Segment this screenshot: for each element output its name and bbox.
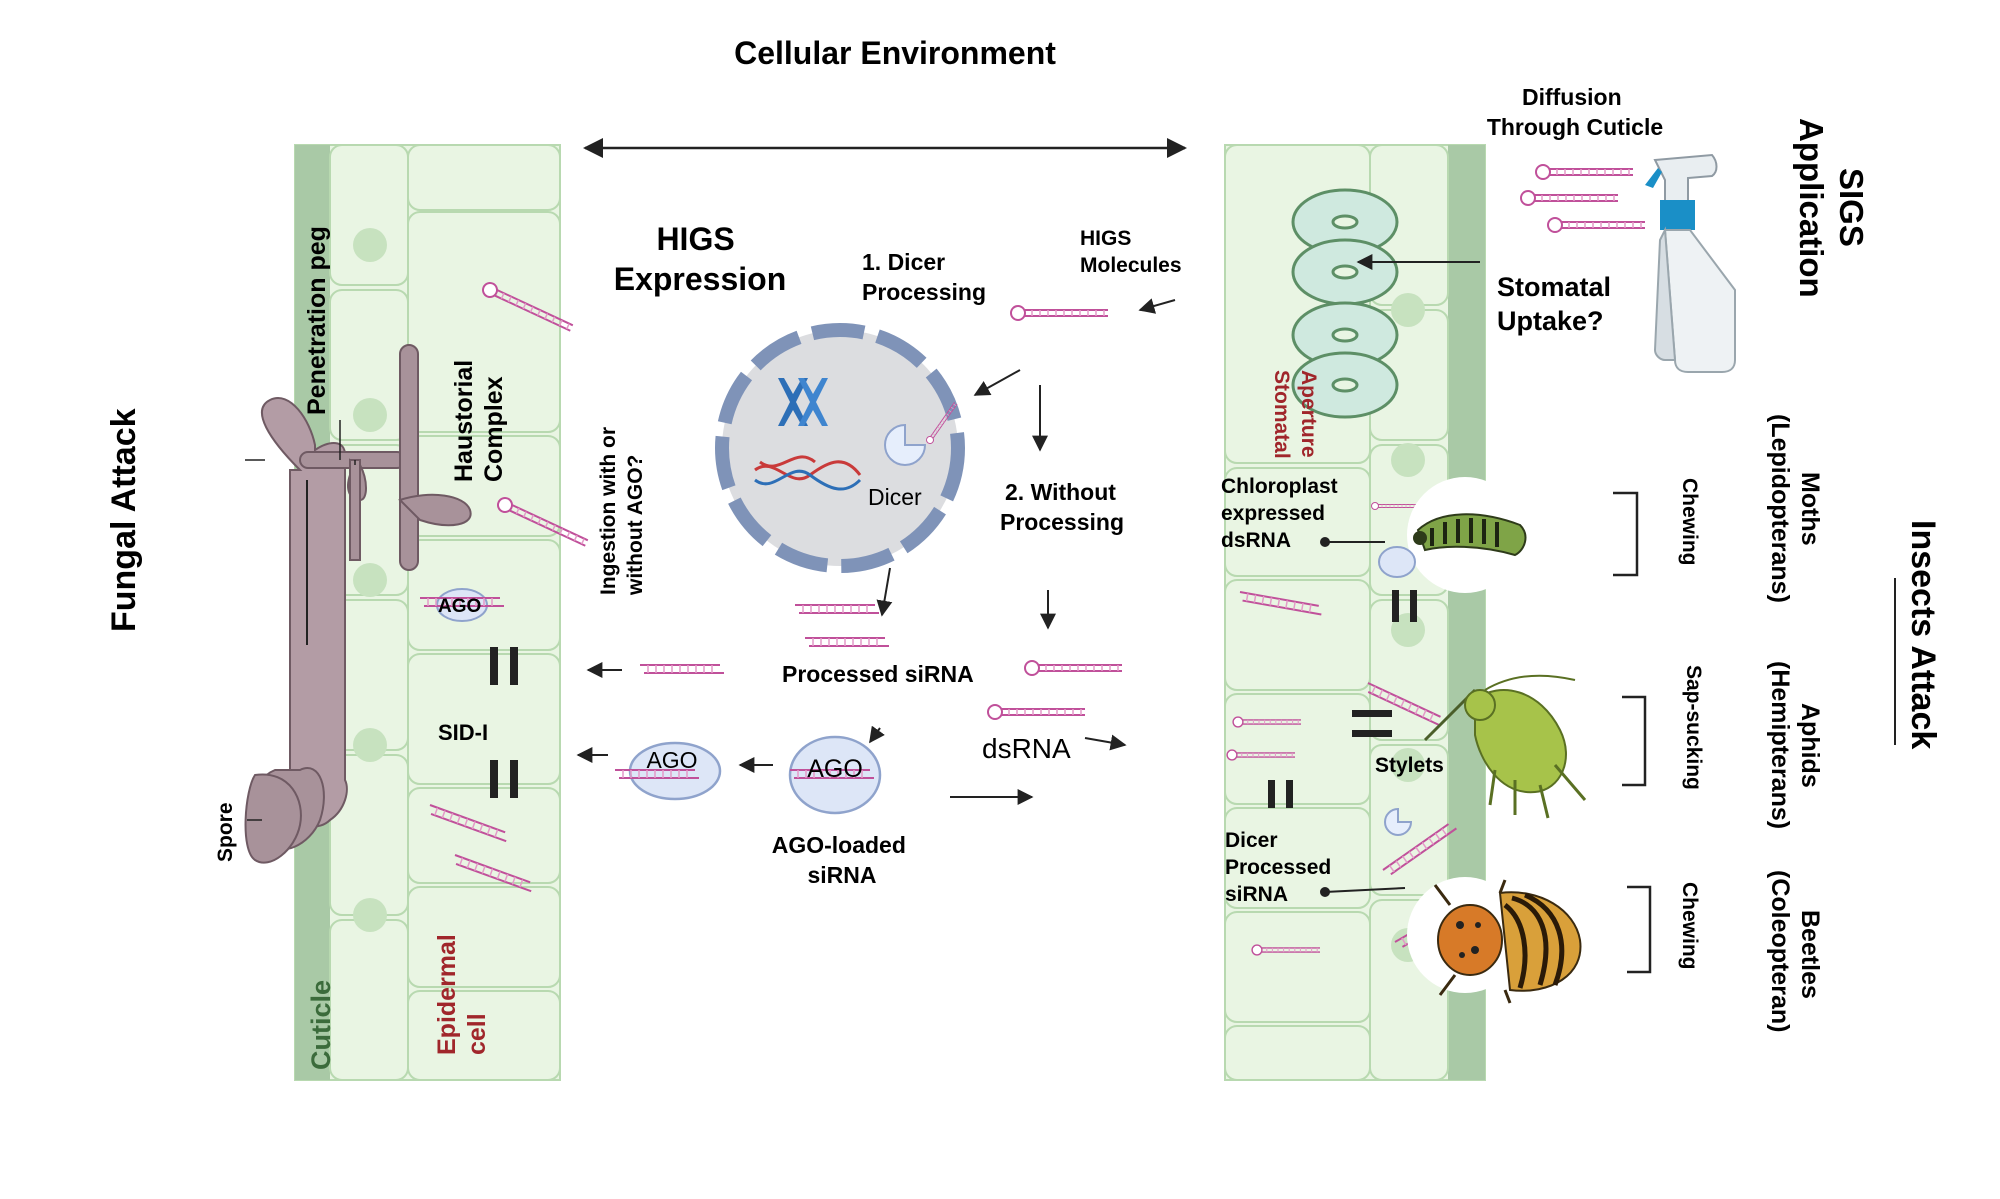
stomatal-aperture-2: Aperture	[1297, 370, 1320, 458]
insect-channel-3	[1268, 780, 1293, 808]
diffusion-label-2: Through Cuticle	[1487, 114, 1663, 140]
higs-molecules-2: Molecules	[1080, 254, 1182, 277]
epidermal-label-2: cell	[463, 1013, 491, 1055]
sigs-label-2: SIGS	[1833, 168, 1870, 247]
ingestion-label-1: Ingestion with or	[597, 427, 620, 595]
svg-text:Epidermal cell: Epidermal cell	[433, 927, 491, 1055]
higs-molecule-hairpin	[1010, 305, 1109, 321]
stomatal-uptake-2: Uptake?	[1497, 306, 1604, 336]
dicer-processed-2: Processed	[1225, 856, 1331, 879]
bracket-aphids	[1622, 695, 1647, 787]
svg-text:HIGS Expression: HIGS Expression	[614, 221, 787, 297]
page-title: Cellular Environment	[734, 35, 1056, 71]
svg-text:Application SIGS: Application SIGS	[1793, 118, 1870, 307]
ago-protein-large	[788, 735, 882, 815]
dicer-processing-2: Processing	[862, 279, 986, 305]
ago-loaded-label-1: AGO-loaded	[772, 832, 906, 858]
processed-sirna-label: Processed siRNA	[782, 661, 974, 687]
svg-text:Ingestion with or without: Ingestion with or without AGO?	[597, 421, 647, 596]
ago-vesicle	[1378, 546, 1416, 578]
svg-text:Beetles (Coleopteran): Beetles (Coleopteran)	[1766, 870, 1824, 1033]
moths-label-1: Moths	[1796, 472, 1824, 546]
moths-label-2: (Lepidopterans)	[1766, 414, 1794, 603]
higs-label-2: Expression	[614, 261, 787, 297]
dicer-processed-1: Dicer	[1225, 829, 1278, 852]
ago-left-label: AGO	[438, 596, 481, 617]
insect-channel-2	[1352, 710, 1392, 737]
haustorial-label-1: Haustorial	[450, 360, 478, 482]
plant-cell: Dicer	[715, 323, 965, 573]
svg-text:Dicer Processed siRNA: Dicer Processed siRNA	[1225, 829, 1337, 906]
svg-text:Chloroplast expressed: Chloroplast expressed dsRNA	[1221, 475, 1344, 552]
dicer-processed-3: siRNA	[1225, 883, 1288, 906]
stomatal-uptake-1: Stomatal	[1497, 272, 1611, 302]
stylets-label: Stylets	[1375, 754, 1444, 777]
caterpillar-icon	[1413, 513, 1527, 557]
diffusion-label-1: Diffusion	[1522, 84, 1622, 110]
feeding-beetles: Chewing	[1678, 882, 1701, 970]
feeding-moths: Chewing	[1678, 478, 1701, 566]
dicer-processing-1: 1. Dicer	[862, 249, 945, 275]
dicer-label: Dicer	[868, 484, 922, 510]
insects-attack-label: Insects Attack	[1904, 520, 1942, 749]
sid-label: SID-I	[438, 720, 488, 745]
spore-label: Spore	[214, 802, 237, 862]
left-tissue	[294, 144, 561, 1081]
fungal-hypha	[244, 344, 472, 864]
svg-text:2. Without Processing: 2. Without Processing	[1000, 479, 1124, 535]
dsrna-label: dsRNA	[982, 733, 1071, 764]
haustorial-label-2: Complex	[480, 376, 508, 482]
svg-text:Haustorial Complex: Haustorial Complex	[450, 353, 508, 482]
higs-label-1: HIGS	[656, 221, 734, 257]
bracket-moths	[1613, 491, 1639, 577]
svg-text:Diffusion Through Cuticle: Diffusion Through Cuticle	[1487, 84, 1663, 140]
stomatal-aperture-1: Stomatal	[1270, 370, 1293, 459]
fungal-attack-label: Fungal Attack	[105, 408, 143, 632]
chromosome-icon	[778, 378, 828, 426]
dicer-icon	[884, 423, 927, 466]
beetle-icon	[1433, 879, 1582, 1004]
sid-channel	[490, 647, 518, 798]
chloroplast-label-1: Chloroplast	[1221, 475, 1338, 498]
ago-loaded-label-2: siRNA	[807, 862, 876, 888]
ago-large-label: AGO	[807, 755, 863, 783]
aphids-label-2: (Hemipterans)	[1766, 661, 1794, 829]
svg-text:AGO-loaded siRNA: AGO-loaded siRNA	[772, 832, 913, 888]
svg-text:Moths (Lepidopterans): Moths (Lepidopterans)	[1766, 414, 1824, 603]
without-processing-2: Processing	[1000, 509, 1124, 535]
aphid-icon	[1423, 674, 1587, 819]
insect-channel-1	[1392, 590, 1417, 622]
svg-text:Stomatal Uptake?: Stomatal Uptake?	[1497, 272, 1619, 336]
svg-text:1. Dicer Processing: 1. Dicer Processing	[862, 249, 986, 305]
without-processing-1: 2. Without	[1005, 479, 1116, 505]
beetles-label-2: (Coleopteran)	[1766, 870, 1794, 1033]
bracket-beetles	[1627, 885, 1652, 974]
beetles-label-1: Beetles	[1796, 910, 1824, 999]
dicer-small-icon	[1384, 807, 1413, 836]
feeding-aphids: Sap-sucking	[1682, 665, 1705, 790]
spray-bottle-icon	[1645, 153, 1736, 373]
svg-text:HIGS Molecules: HIGS Molecules	[1080, 227, 1182, 277]
chloroplast-label-3: dsRNA	[1221, 529, 1291, 552]
ago-medium-label: AGO	[646, 747, 697, 773]
chloroplast-label-2: expressed	[1221, 502, 1325, 525]
cuticle-label: Cuticle	[306, 980, 336, 1070]
penetration-peg-label: Penetration peg	[303, 226, 331, 415]
dna-icon	[754, 455, 862, 491]
higs-molecules-1: HIGS	[1080, 227, 1131, 250]
ingestion-label-2: without AGO?	[624, 455, 647, 596]
svg-text:Stomatal Aperture: Stomatal Aperture	[1270, 370, 1320, 465]
aphids-label-1: Aphids	[1796, 703, 1824, 788]
epidermal-label-1: Epidermal	[433, 934, 461, 1055]
sigs-label-1: Application	[1793, 118, 1830, 298]
svg-text:Aphids (Hemipterans): Aphids (Hemipterans)	[1766, 661, 1824, 829]
